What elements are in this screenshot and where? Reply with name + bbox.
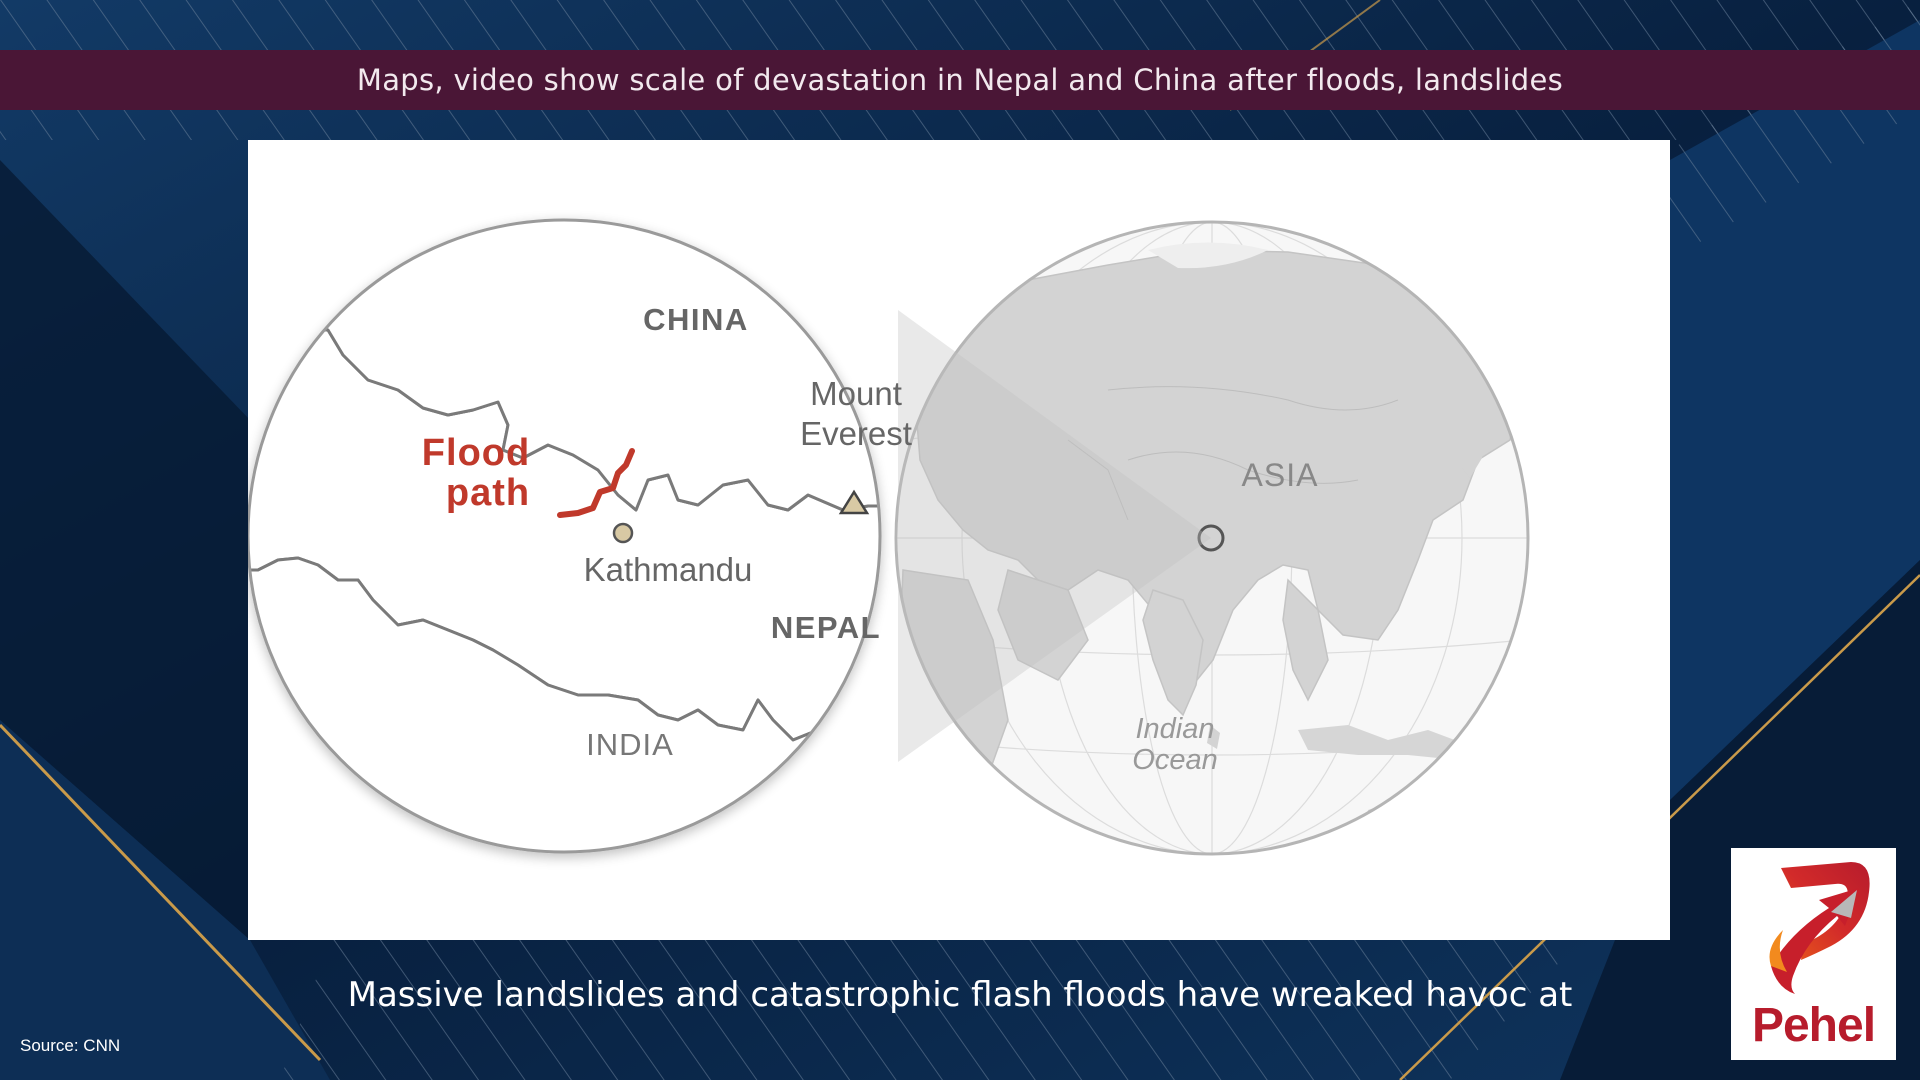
label-flood-line1: Flood <box>422 432 530 474</box>
zoom-connector <box>898 310 1211 762</box>
zoom-inset <box>248 218 882 854</box>
pehel-logo-icon <box>1769 862 1870 994</box>
kathmandu-marker-icon <box>612 522 634 544</box>
southeast-asia <box>1282 578 1329 702</box>
label-asia: ASIA <box>1242 457 1319 493</box>
japan <box>1462 420 1490 478</box>
label-kathmandu: Kathmandu <box>584 551 753 588</box>
label-china: CHINA <box>643 302 749 337</box>
channel-logo: Pehel <box>1731 848 1896 1060</box>
map-panel: CHINA Mount Everest Flood path Kathmandu… <box>248 140 1670 940</box>
label-nepal: NEPAL <box>771 610 881 645</box>
arabia <box>997 569 1089 681</box>
label-everest-line1: Mount <box>810 375 902 412</box>
sri-lanka <box>1207 725 1220 749</box>
india-peninsula <box>1142 589 1204 717</box>
source-credit: Source: CNN <box>20 1036 121 1055</box>
label-india: INDIA <box>586 727 674 762</box>
china-region <box>248 220 880 512</box>
label-ocean-line1: Indian <box>1135 713 1214 745</box>
globe <box>894 220 1530 856</box>
flood-path-line <box>557 448 635 518</box>
label-everest-line2: Everest <box>800 415 912 452</box>
label-flood-line2: path <box>446 472 530 514</box>
label-ocean-line2: Ocean <box>1132 744 1217 776</box>
locator-circle-icon <box>1197 524 1225 552</box>
everest-triangle-icon <box>838 489 870 515</box>
caption-text: Massive landslides and catastrophic flas… <box>347 975 1573 1015</box>
indonesia <box>1298 725 1468 760</box>
nepal-locator-map: CHINA Mount Everest Flood path Kathmandu… <box>248 218 1530 856</box>
headline-bar: Maps, video show scale of devastation in… <box>0 50 1920 110</box>
logo-wordmark: Pehel <box>1751 999 1876 1052</box>
headline-text: Maps, video show scale of devastation in… <box>356 63 1564 97</box>
